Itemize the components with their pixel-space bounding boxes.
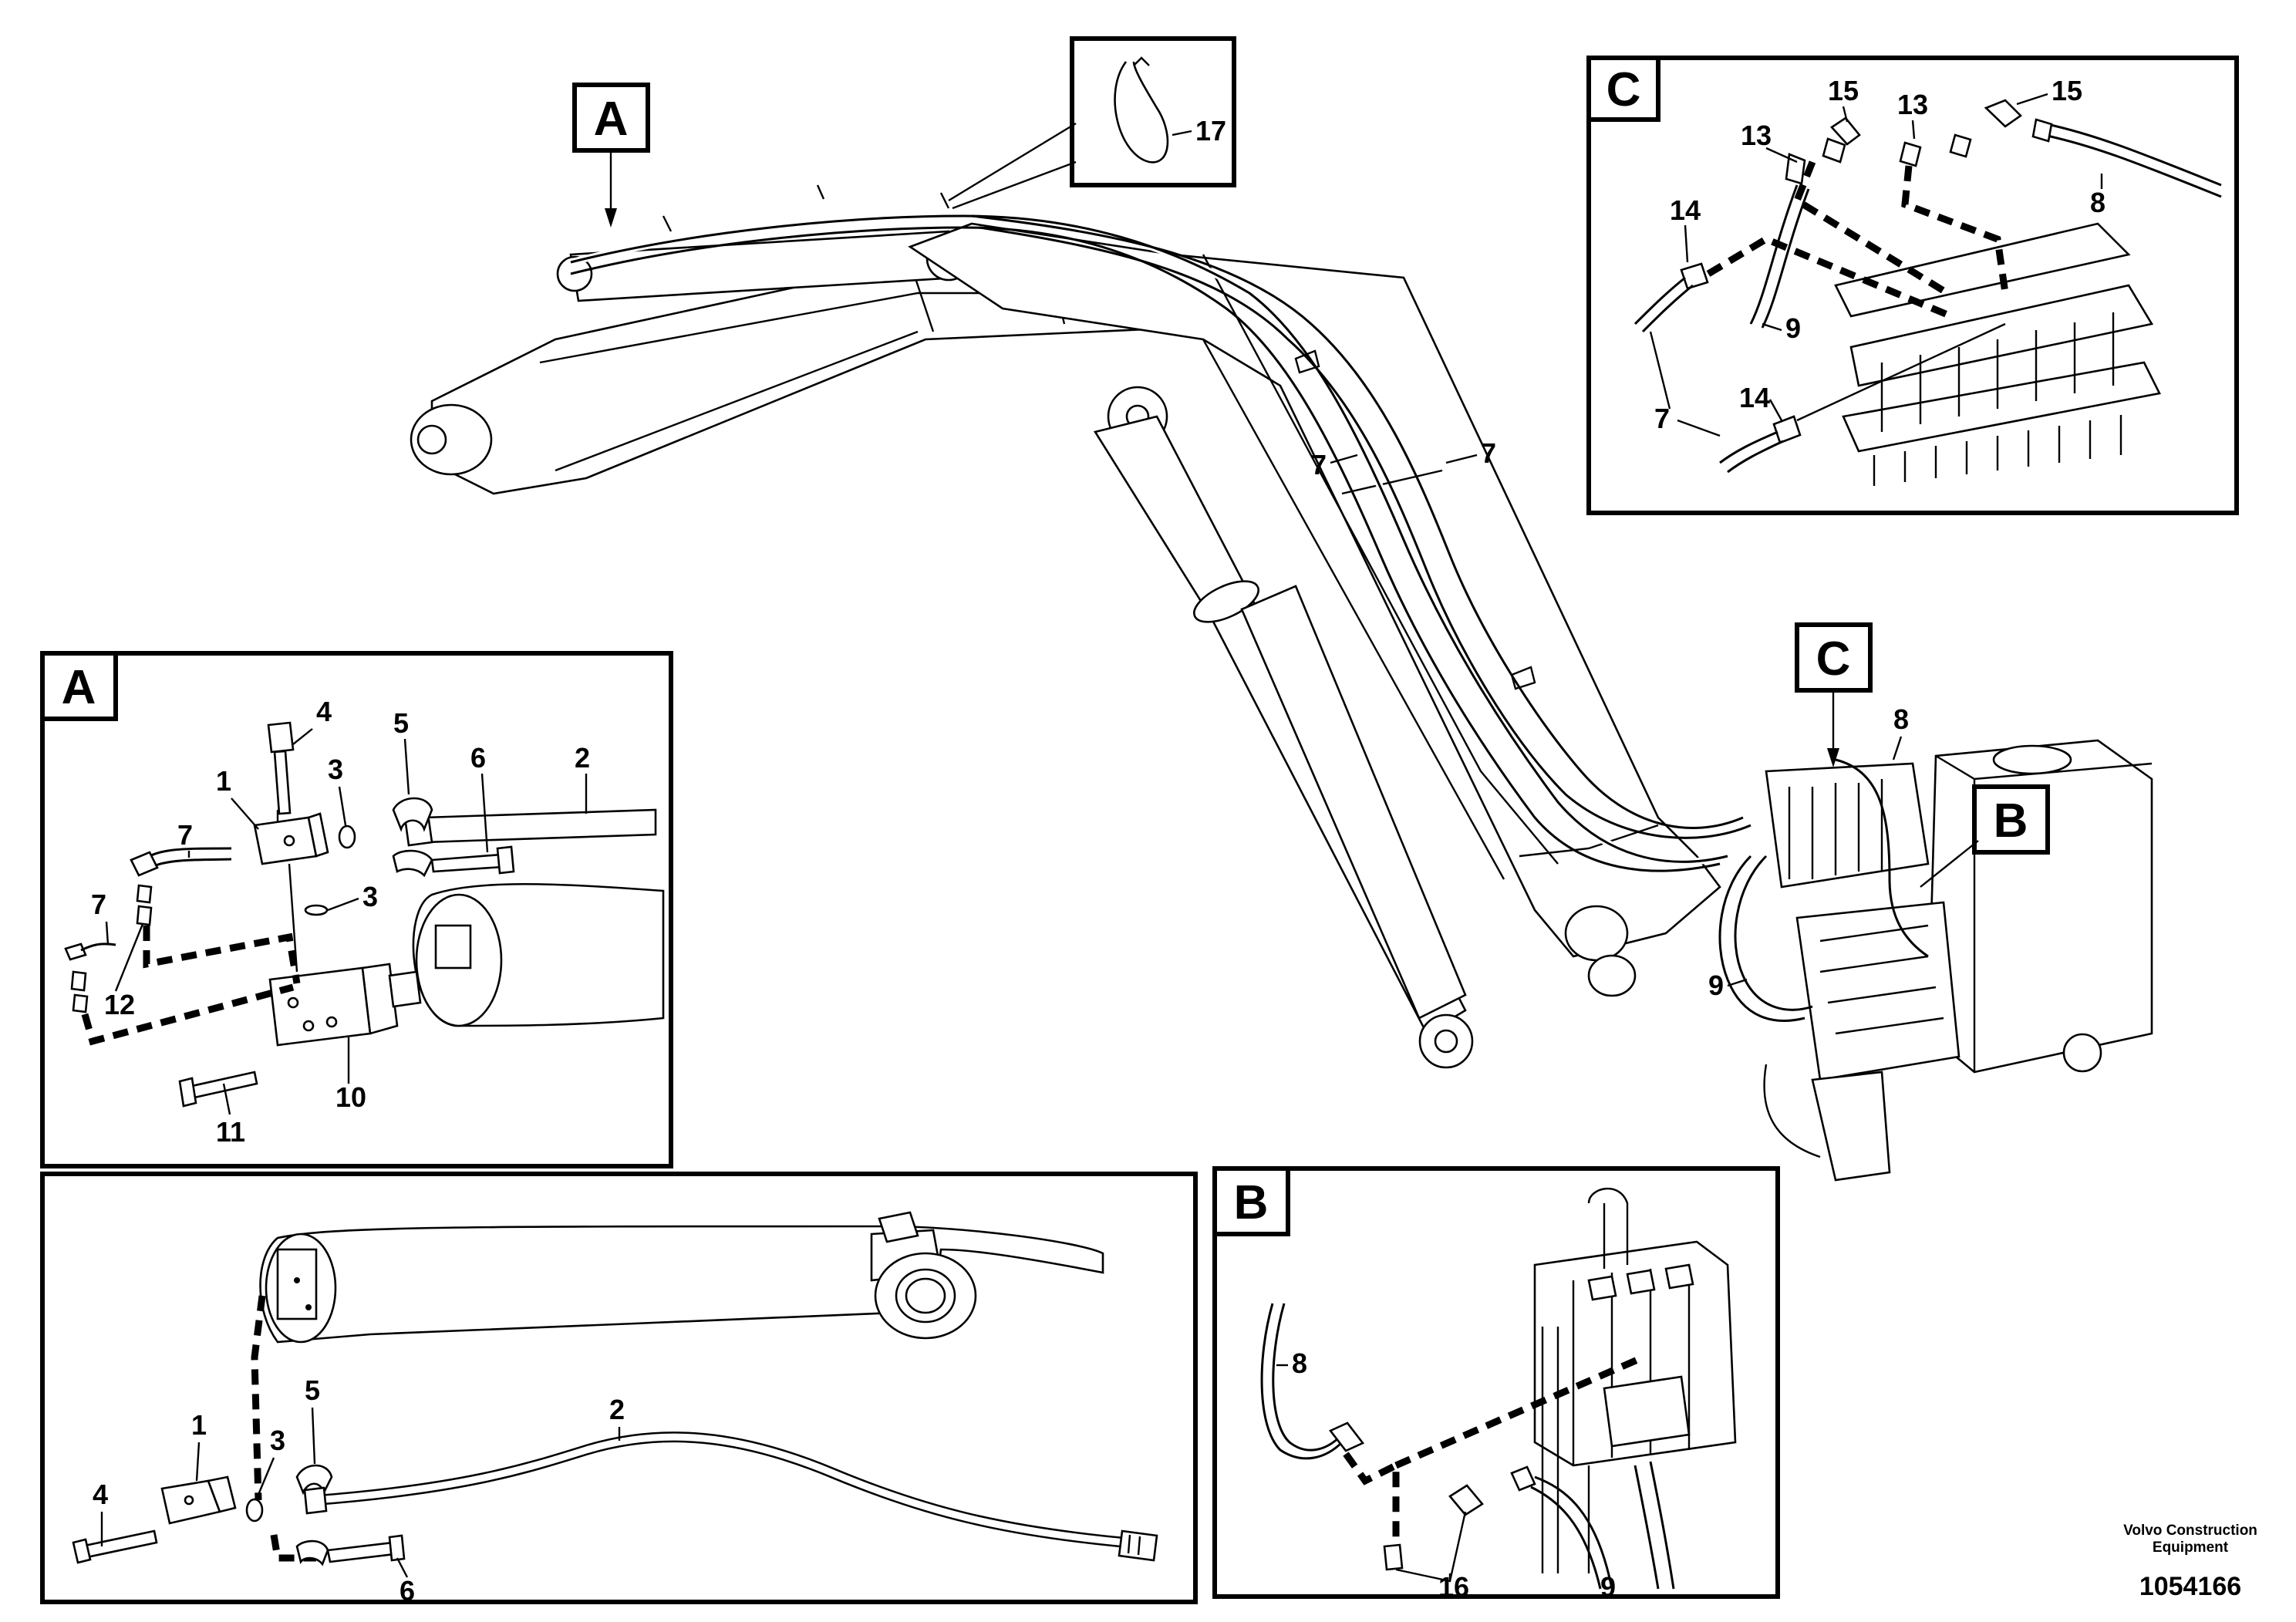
svg-text:7: 7 <box>1311 449 1327 481</box>
detail-bottom: 1 5 3 4 2 6 <box>40 1172 1198 1607</box>
svg-text:13: 13 <box>1897 89 1928 120</box>
svg-text:7: 7 <box>1481 437 1496 469</box>
svg-text:14: 14 <box>1670 194 1701 226</box>
svg-text:17: 17 <box>1195 115 1226 147</box>
svg-text:15: 15 <box>1828 75 1859 106</box>
svg-text:4: 4 <box>316 696 332 727</box>
svg-text:3: 3 <box>328 754 343 785</box>
svg-text:13: 13 <box>1741 120 1772 151</box>
svg-text:16: 16 <box>1438 1571 1469 1603</box>
svg-text:7: 7 <box>177 819 193 851</box>
footer: Volvo Construction Equipment 1054166 <box>2123 1523 2257 1601</box>
brand-line-2: Equipment <box>2153 1539 2229 1556</box>
svg-text:2: 2 <box>609 1394 625 1425</box>
callout-C-main: C <box>1795 622 1873 767</box>
boom-arm-illustration <box>410 184 2153 1182</box>
svg-text:8: 8 <box>1292 1347 1307 1379</box>
main-labels: 7 7 8 9 <box>1311 437 1909 1001</box>
cable-tie-detail: 17 <box>948 36 1236 210</box>
svg-text:7: 7 <box>91 889 106 920</box>
svg-text:12: 12 <box>104 989 135 1020</box>
svg-text:5: 5 <box>305 1374 320 1406</box>
svg-text:3: 3 <box>362 881 378 912</box>
detail-A: A <box>40 651 673 1168</box>
svg-text:4: 4 <box>93 1479 108 1510</box>
callout-B-main: B <box>1920 784 2050 888</box>
svg-text:11: 11 <box>216 1116 245 1148</box>
svg-text:C: C <box>1816 632 1851 686</box>
svg-text:1: 1 <box>216 765 231 797</box>
brand-line-1: Volvo Construction <box>2123 1523 2257 1539</box>
callout-A-main: A <box>572 83 650 228</box>
detail-C: C 15 15 13 13 <box>1586 56 2239 515</box>
svg-text:15: 15 <box>2052 75 2082 106</box>
svg-text:9: 9 <box>1708 969 1724 1001</box>
svg-text:8: 8 <box>1893 703 1909 735</box>
svg-text:1: 1 <box>191 1409 207 1441</box>
svg-text:10: 10 <box>335 1081 366 1113</box>
svg-text:9: 9 <box>1600 1571 1616 1603</box>
svg-text:6: 6 <box>400 1575 415 1607</box>
svg-text:5: 5 <box>393 707 409 739</box>
svg-text:6: 6 <box>470 742 486 774</box>
detail-B: B 8 16 9 <box>1212 1166 1780 1603</box>
svg-text:8: 8 <box>2090 187 2106 218</box>
svg-text:3: 3 <box>270 1425 285 1456</box>
svg-text:B: B <box>1994 794 2028 848</box>
svg-text:7: 7 <box>1654 403 1670 434</box>
svg-text:A: A <box>62 661 96 714</box>
svg-text:B: B <box>1234 1176 1269 1229</box>
svg-text:C: C <box>1607 63 1641 116</box>
doc-number: 1054166 <box>2139 1572 2241 1601</box>
svg-text:A: A <box>594 93 629 146</box>
svg-text:9: 9 <box>1785 312 1801 344</box>
svg-text:2: 2 <box>575 742 590 774</box>
svg-text:14: 14 <box>1739 382 1770 413</box>
